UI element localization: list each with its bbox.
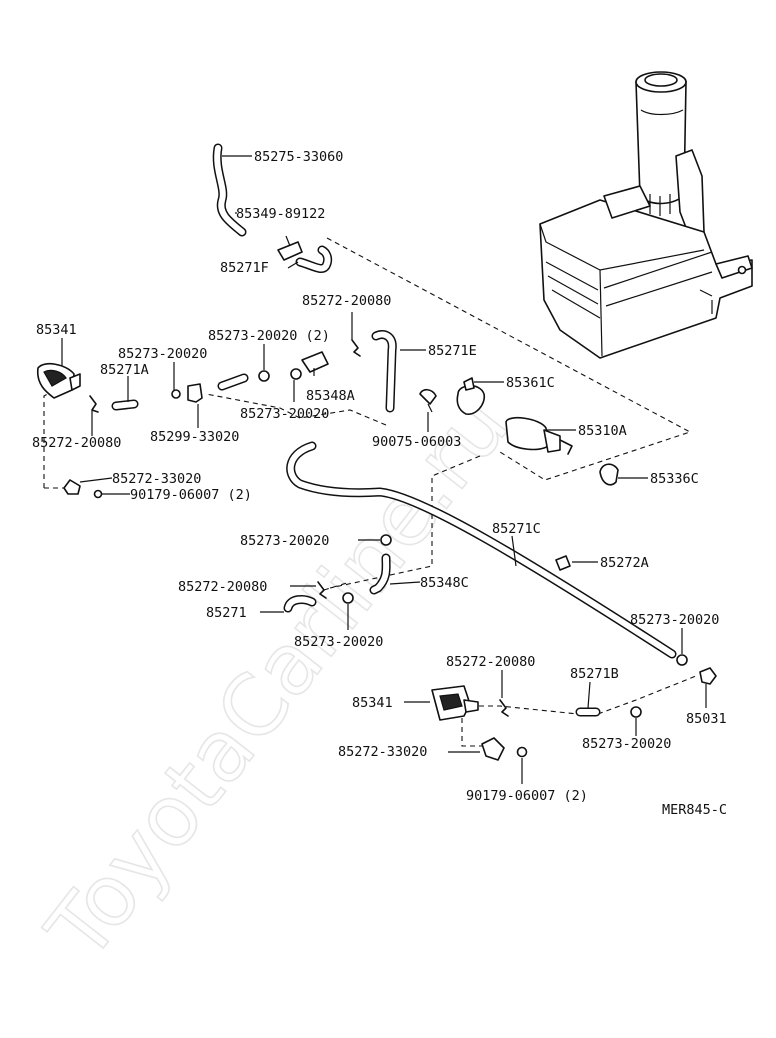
reference-code: MER845-C [662, 802, 727, 818]
label-85273-20020-d: 85273-20020 [294, 634, 383, 650]
label-85275-33060: 85275-33060 [254, 149, 343, 165]
label-85349-89122: 85349-89122 [236, 206, 325, 222]
label-85272-20080-left: 85272-20080 [32, 435, 121, 451]
label-85272-20080-mid: 85272-20080 [178, 579, 267, 595]
label-85273-20020-e: 85273-20020 [630, 612, 719, 628]
label-85031: 85031 [686, 711, 727, 727]
label-85271a: 85271A [100, 362, 149, 378]
label-85271b: 85271B [570, 666, 619, 682]
label-85273-20020-a: 85273-20020 [118, 346, 207, 362]
part-labels: 85275-33060 85349-89122 85271F 85272-200… [32, 149, 727, 818]
label-85273-20020-2: 85273-20020 (2) [208, 328, 330, 344]
label-85348c: 85348C [420, 575, 469, 591]
label-85273-20020-b: 85273-20020 [240, 406, 329, 422]
label-85271c: 85271C [492, 521, 541, 537]
label-85341-bottom: 85341 [352, 695, 393, 711]
label-85348a: 85348A [306, 388, 355, 404]
label-85271f: 85271F [220, 260, 269, 276]
small-parts [36, 241, 717, 761]
label-90075-06003: 90075-06003 [372, 434, 461, 450]
label-85272-20080-top: 85272-20080 [302, 293, 391, 309]
label-85336c: 85336C [650, 471, 699, 487]
label-85272-33020-bottom: 85272-33020 [338, 744, 427, 760]
leader-lines [61, 155, 707, 784]
label-85273-20020-c: 85273-20020 [240, 533, 329, 549]
label-85310a: 85310A [578, 423, 627, 439]
label-85361c: 85361C [506, 375, 555, 391]
label-85272-33020-left: 85272-33020 [112, 471, 201, 487]
label-85299-33020: 85299-33020 [150, 429, 239, 445]
label-90179-06007-bottom: 90179-06007 (2) [466, 788, 588, 804]
label-85271: 85271 [206, 605, 247, 621]
washer-tank [539, 71, 753, 359]
hoses [111, 143, 677, 717]
label-85341-left: 85341 [36, 322, 77, 338]
label-85272-20080-bottom: 85272-20080 [446, 654, 535, 670]
label-85271e: 85271E [428, 343, 477, 359]
label-85272a: 85272A [600, 555, 649, 571]
label-90179-06007-left: 90179-06007 (2) [130, 487, 252, 503]
label-85273-20020-f: 85273-20020 [582, 736, 671, 752]
